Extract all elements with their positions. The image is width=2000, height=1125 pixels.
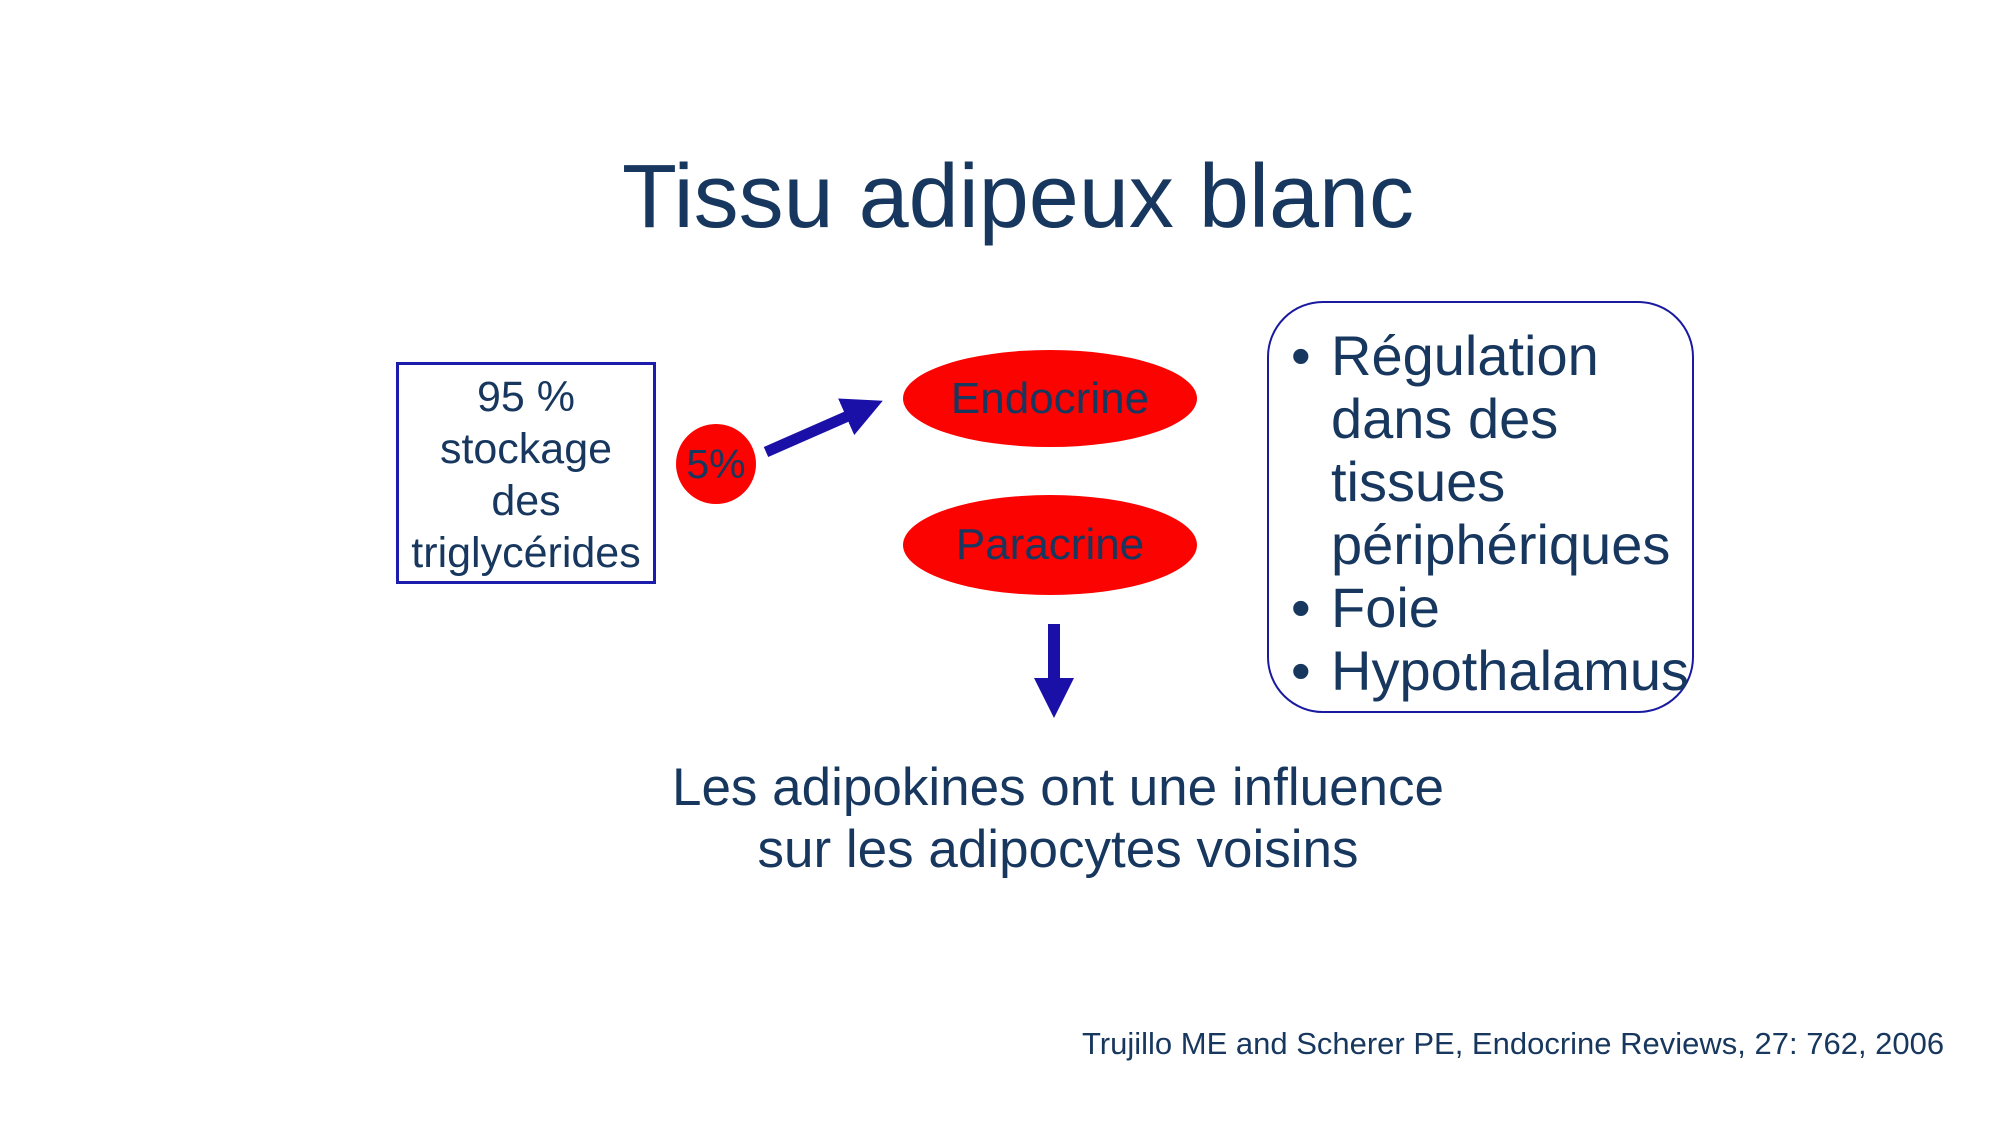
slide-title: Tissu adipeux blanc [621, 147, 1415, 248]
caption-line-2: sur les adipocytes voisins [757, 820, 1359, 879]
citation: Trujillo ME and Scherer PE, Endocrine Re… [1082, 1026, 1945, 1061]
bullet-text: Hypothalamus [1331, 639, 1689, 702]
bullet-dot: • [1291, 324, 1311, 387]
storage-box-line: stockage [439, 425, 613, 473]
regulation-panel: • Régulation dans des tissues périphériq… [1267, 301, 1694, 713]
bullet-item: • Foie [1291, 576, 1684, 639]
storage-box-line: triglycérides [411, 529, 641, 577]
bullet-dot: • [1291, 576, 1311, 639]
bullet-text: Foie [1331, 576, 1440, 639]
bullet-dot: • [1291, 639, 1311, 702]
storage-box-line: des [491, 477, 561, 525]
bullet-text: Régulation dans des tissues périphérique… [1331, 324, 1671, 576]
arrow-to-endocrine-icon [763, 398, 883, 458]
bullet-item: • Régulation dans des tissues périphériq… [1291, 324, 1684, 576]
storage-box: 95 % stockage des triglycérides [396, 362, 656, 584]
five-percent-circle: 5% [676, 424, 756, 504]
paracrine-ellipse: Paracrine [903, 495, 1197, 595]
endocrine-ellipse: Endocrine [903, 350, 1197, 447]
paracrine-label: Paracrine [955, 520, 1145, 569]
storage-box-line: 95 % [476, 373, 575, 421]
bullet-item: • Hypothalamus [1291, 639, 1689, 702]
caption: Les adipokines ont une influence sur les… [0, 757, 2000, 881]
five-percent-label: 5% [686, 440, 746, 487]
caption-line-1: Les adipokines ont une influence [671, 758, 1445, 817]
endocrine-label: Endocrine [950, 373, 1150, 423]
